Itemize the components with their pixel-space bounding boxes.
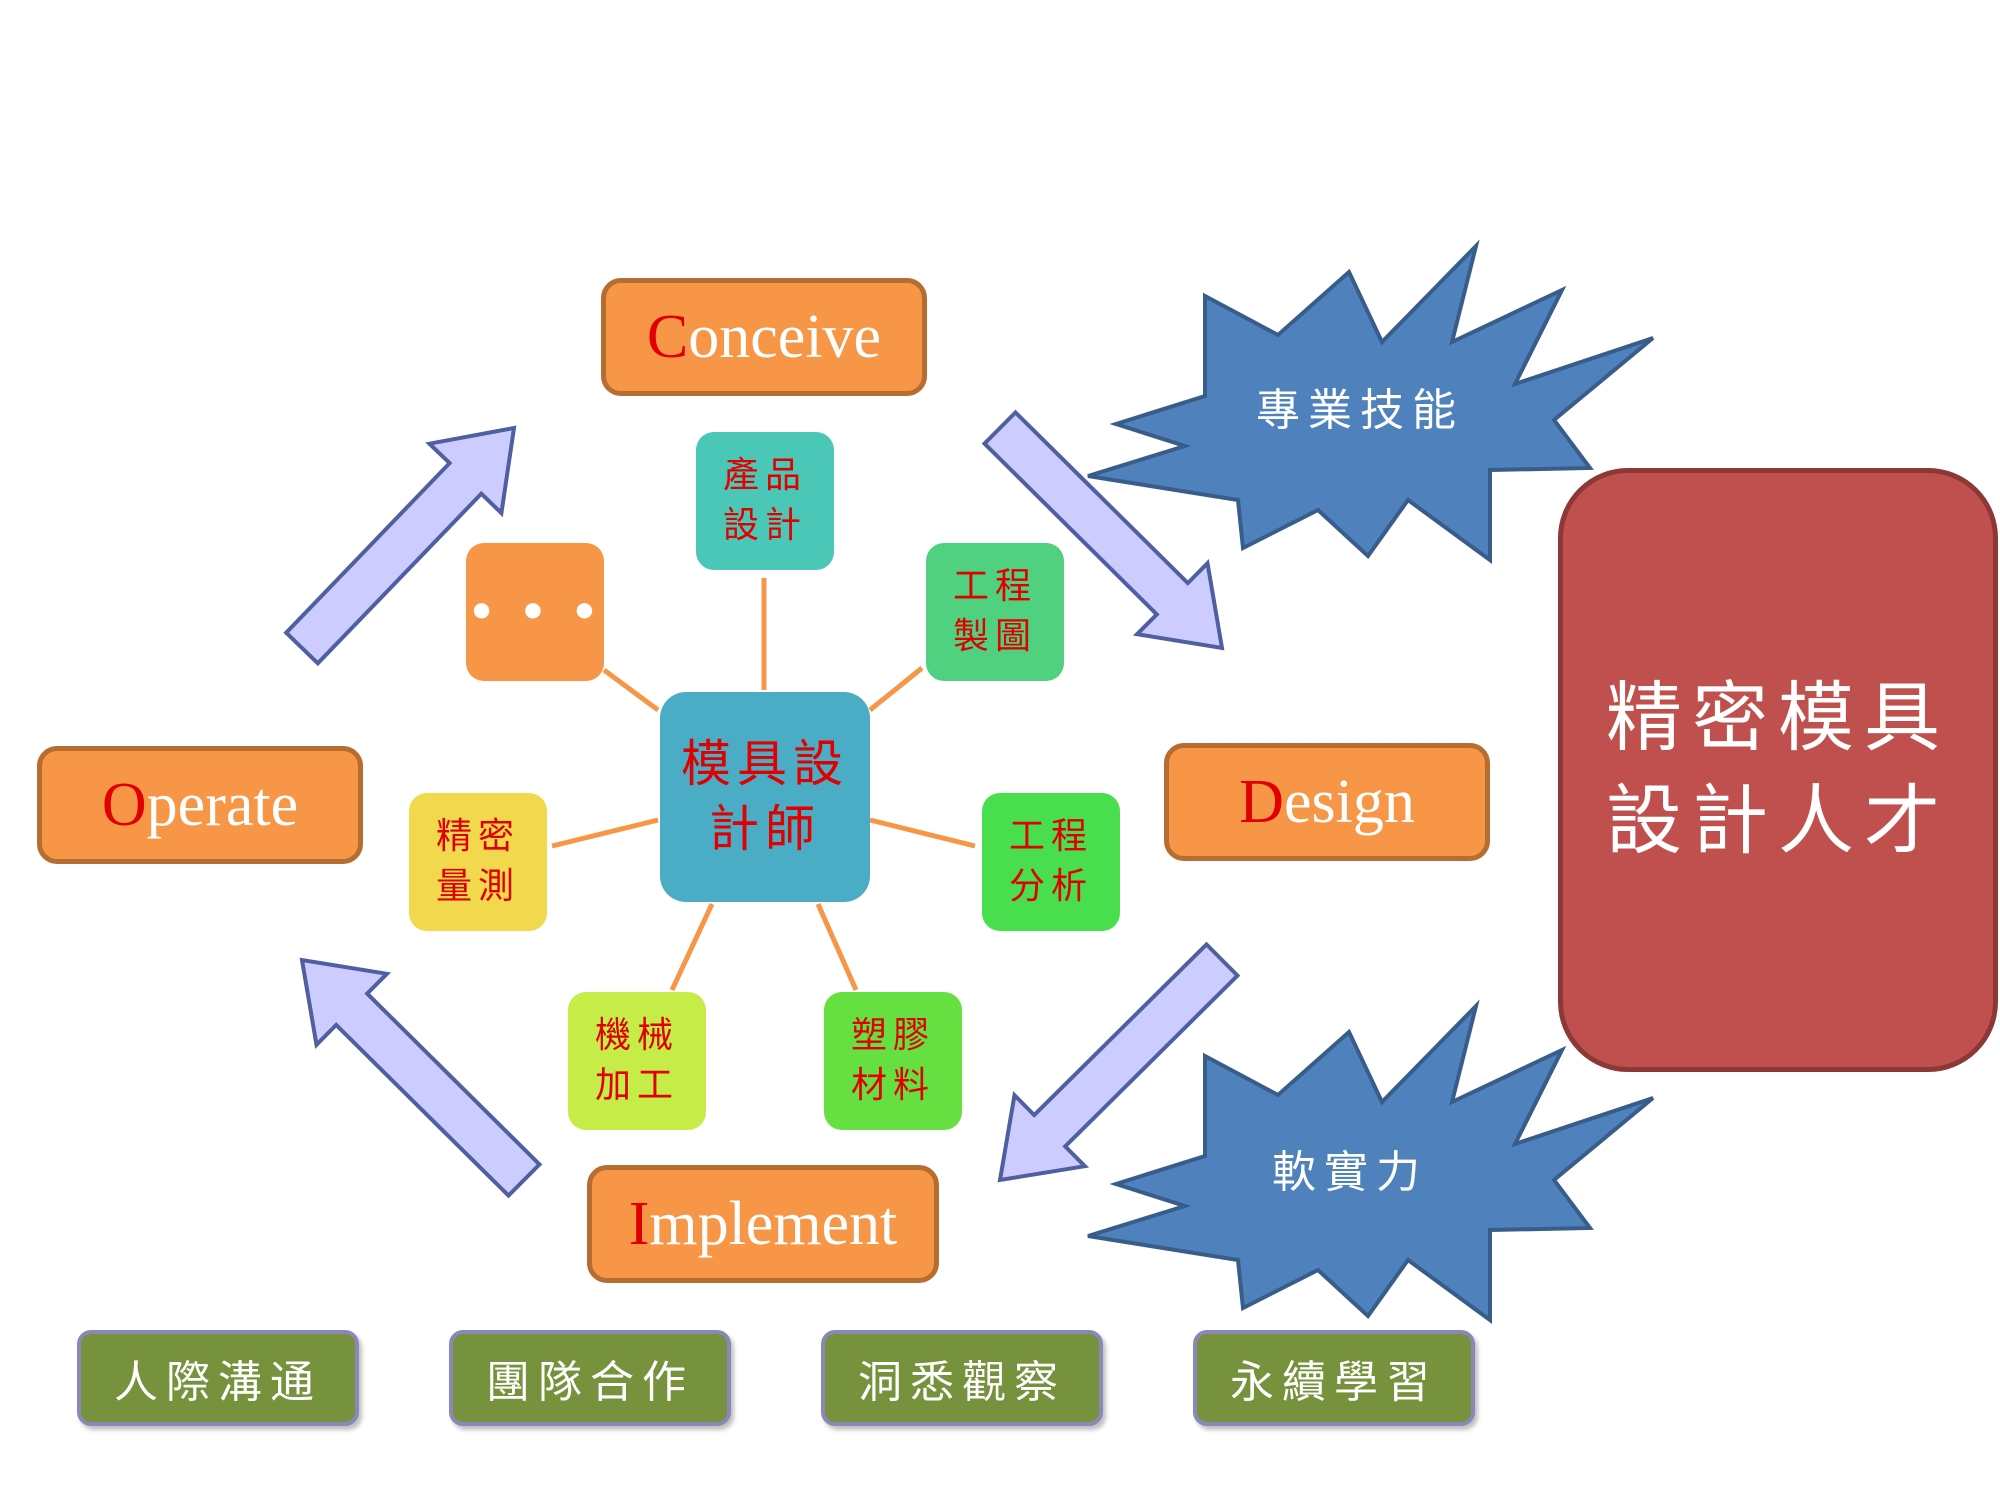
stage-conceive-rest: onceive	[688, 302, 882, 371]
connector-more	[602, 667, 660, 713]
skill-line-1: 產品	[722, 454, 807, 496]
soft-skill-observation: 洞悉觀察	[821, 1330, 1103, 1426]
skill-line-2: 材料	[850, 1065, 935, 1106]
arrow-operate-to-conceive	[283, 425, 517, 667]
skill-line-1: 精密	[435, 815, 520, 857]
stage-implement-initial: I	[628, 1189, 650, 1258]
connector-engineering-analysis	[869, 817, 976, 849]
more-dots: • • •	[467, 586, 603, 638]
arrow-implement-to-operate	[299, 957, 543, 1199]
center-mold-designer: 模具設 計師	[660, 692, 870, 902]
connector-measurement	[551, 817, 659, 849]
burst-label-professional: 專業技能	[1256, 385, 1464, 436]
skill-precision-measurement: 精密 量測	[409, 793, 547, 931]
skill-product-design: 產品 設計	[696, 432, 834, 570]
talent-line-1: 精密模具	[1606, 673, 1950, 763]
burst-soft-power	[1087, 999, 1655, 1324]
center-line-1: 模具設	[681, 735, 849, 793]
skill-line-2: 加工	[594, 1065, 679, 1106]
arrow-design-to-implement	[997, 941, 1241, 1183]
soft-skill-communication: 人際溝通	[77, 1330, 359, 1426]
center-line-2: 計師	[709, 800, 821, 858]
skill-line-2: 量測	[435, 866, 520, 907]
skill-plastic-material: 塑膠 材料	[824, 992, 962, 1130]
skill-line-1: 工程	[1008, 815, 1093, 857]
skill-line-1: 塑膠	[850, 1014, 935, 1056]
skill-line-1: 機械	[594, 1014, 679, 1056]
burst-professional-skills	[1087, 239, 1655, 564]
skill-line-2: 分析	[1008, 866, 1093, 907]
skill-line-2: 設計	[722, 505, 807, 546]
soft-skill-lifelong-learning: 永續學習	[1193, 1330, 1475, 1426]
stage-operate-initial: O	[101, 770, 147, 839]
skill-line-1: 工程	[952, 565, 1037, 607]
stage-design-rest: esign	[1283, 767, 1415, 836]
skill-machining: 機械 加工	[568, 992, 706, 1130]
skill-engineering-drawing: 工程 製圖	[926, 543, 1064, 681]
stage-implement-rest: mplement	[649, 1189, 898, 1258]
connector-engineering-drawing	[868, 666, 924, 712]
soft-skill-teamwork: 團隊合作	[449, 1330, 731, 1426]
arrow-conceive-to-design	[981, 409, 1225, 651]
talent-box: 精密模具 設計人才	[1558, 468, 1998, 1072]
skill-more: • • •	[466, 543, 604, 681]
talent-line-2: 設計人才	[1606, 776, 1950, 865]
connectors	[551, 578, 976, 992]
skill-line-2: 製圖	[952, 616, 1037, 657]
stage-operate-rest: perate	[146, 770, 299, 839]
connector-machining	[669, 902, 715, 992]
burst-label-soft-power: 軟實力	[1272, 1147, 1428, 1198]
stage-design-initial: D	[1239, 767, 1284, 836]
connector-plastic-material	[815, 902, 859, 992]
stage-conceive-initial: C	[646, 302, 689, 371]
skill-engineering-analysis: 工程 分析	[982, 793, 1120, 931]
